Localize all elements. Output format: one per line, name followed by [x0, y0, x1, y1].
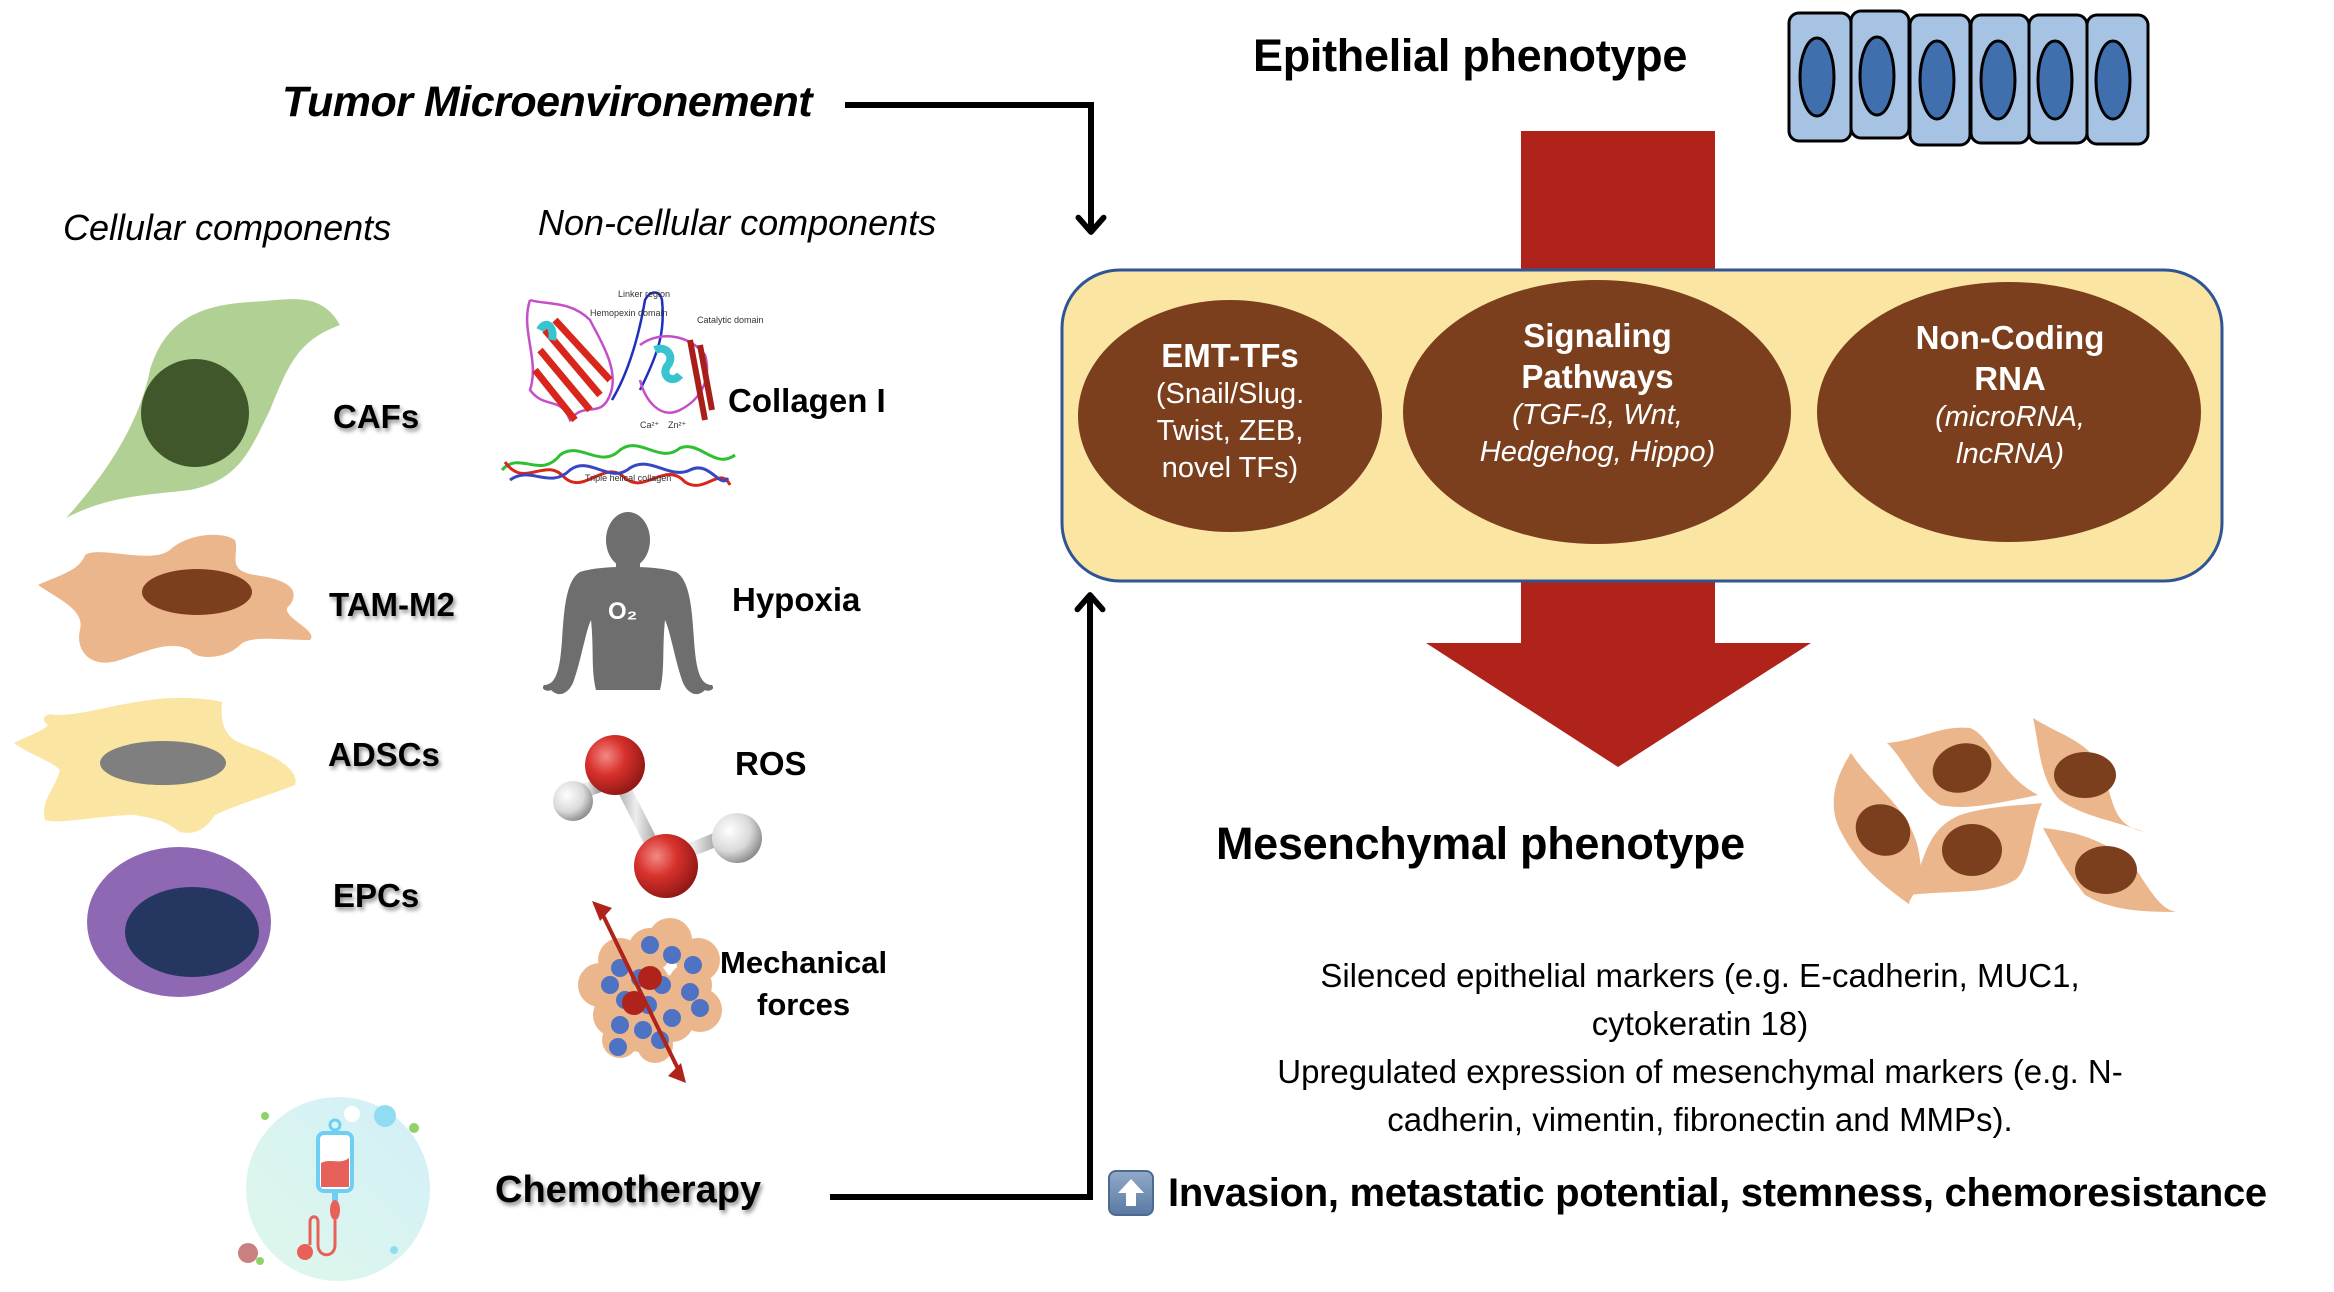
iv-bag-icon	[238, 1097, 430, 1281]
noncellular-components-heading: Non-cellular components	[538, 202, 937, 243]
noncoding-title: Non-Coding	[1915, 319, 2105, 356]
ellipse-noncoding	[1817, 282, 2201, 542]
epithelial-cells-icon	[1787, 9, 2150, 147]
mechanical-forces-line1: Mechanical	[720, 945, 888, 980]
emt-tfs-text: EMT-TFs (Snail/Slug. Twist, ZEB, novel T…	[1090, 335, 1370, 487]
signaling-title: Signaling	[1523, 317, 1672, 354]
chemo-arrow	[830, 592, 1106, 1200]
noncoding-detail: lncRNA)	[1956, 438, 2064, 470]
emt-tfs-detail: (Snail/Slug.	[1155, 378, 1305, 410]
signaling-text: Signaling Pathways (TGF-ß, Wnt, Hedgehog…	[1430, 315, 1765, 471]
human-silhouette-icon	[542, 512, 714, 695]
collagen-annotation: Linker region	[618, 289, 671, 299]
tme-arrow	[845, 102, 1107, 235]
chemotherapy-label: Chemotherapy	[495, 1169, 762, 1211]
caf-label: CAFs	[333, 398, 420, 435]
cellular-components-heading: Cellular components	[63, 207, 392, 248]
markers-line: Upregulated expression of mesenchymal ma…	[1277, 1053, 2123, 1090]
collagen-annotation: Hemopexin domain	[590, 308, 668, 318]
outcome-line: Invasion, metastatic potential, stemness…	[1108, 1170, 2267, 1216]
mesenchymal-phenotype-heading: Mesenchymal phenotype	[1216, 818, 1745, 869]
noncoding-detail: (microRNA,	[1935, 401, 2085, 433]
collagen-annotation: Zn²⁺	[668, 420, 687, 430]
collagen-annotation: Triple helical collagen	[585, 473, 672, 483]
emt-tfs-detail: novel TFs)	[1161, 452, 1299, 484]
noncoding-title: RNA	[1974, 360, 2046, 397]
cell-cluster-force-icon	[578, 901, 722, 1083]
signaling-detail: (TGF-ß, Wnt,	[1512, 399, 1683, 431]
oxygen-symbol: O₂	[608, 598, 638, 625]
up-arrow-icon	[1108, 1170, 1154, 1216]
emt-tfs-title: EMT-TFs	[1161, 337, 1299, 374]
collagen-label: Collagen I	[728, 382, 886, 419]
tam-m2-cell-icon	[38, 534, 312, 663]
ellipse-emt-tfs	[1078, 300, 1382, 532]
caf-cell-icon	[66, 299, 340, 518]
adsc-label: ADSCs	[328, 736, 440, 773]
markers-line: cadherin, vimentin, fibronectin and MMPs…	[1387, 1101, 2013, 1138]
epc-cell-icon	[87, 847, 271, 997]
noncoding-text: Non-Coding RNA (microRNA, lncRNA)	[1860, 317, 2160, 473]
collagen-annotation: Catalytic domain	[697, 315, 764, 325]
tam-m2-label: TAM-M2	[329, 586, 455, 623]
ellipse-signaling	[1403, 280, 1791, 544]
mechanical-forces-label: Mechanical forces	[720, 942, 887, 1026]
outcome-text: Invasion, metastatic potential, stemness…	[1168, 1170, 2267, 1215]
hypoxia-label: Hypoxia	[732, 581, 861, 618]
markers-line: cytokeratin 18)	[1591, 1005, 1809, 1042]
mechanical-forces-line2: forces	[757, 987, 851, 1022]
adsc-cell-icon	[14, 697, 296, 833]
transition-arrow-stem-top	[1521, 131, 1715, 276]
collagen-annotation: Ca²⁺	[640, 420, 660, 430]
tme-title: Tumor Microenvironement	[282, 78, 813, 126]
emt-tfs-detail: Twist, ZEB,	[1156, 415, 1304, 447]
epc-label: EPCs	[333, 877, 420, 914]
markers-line: Silenced epithelial markers (e.g. E-cadh…	[1320, 957, 2080, 994]
ros-label: ROS	[735, 745, 807, 782]
signaling-title: Pathways	[1521, 358, 1674, 395]
peroxide-molecule-icon	[553, 735, 762, 898]
signaling-detail: Hedgehog, Hippo)	[1479, 436, 1716, 468]
markers-description: Silenced epithelial markers (e.g. E-cadh…	[1190, 952, 2210, 1144]
collagen-structure-icon	[500, 291, 736, 487]
epithelial-phenotype-heading: Epithelial phenotype	[1253, 30, 1688, 81]
mesenchymal-cells-icon	[1833, 718, 2177, 912]
transition-arrow-head	[1426, 575, 1811, 767]
